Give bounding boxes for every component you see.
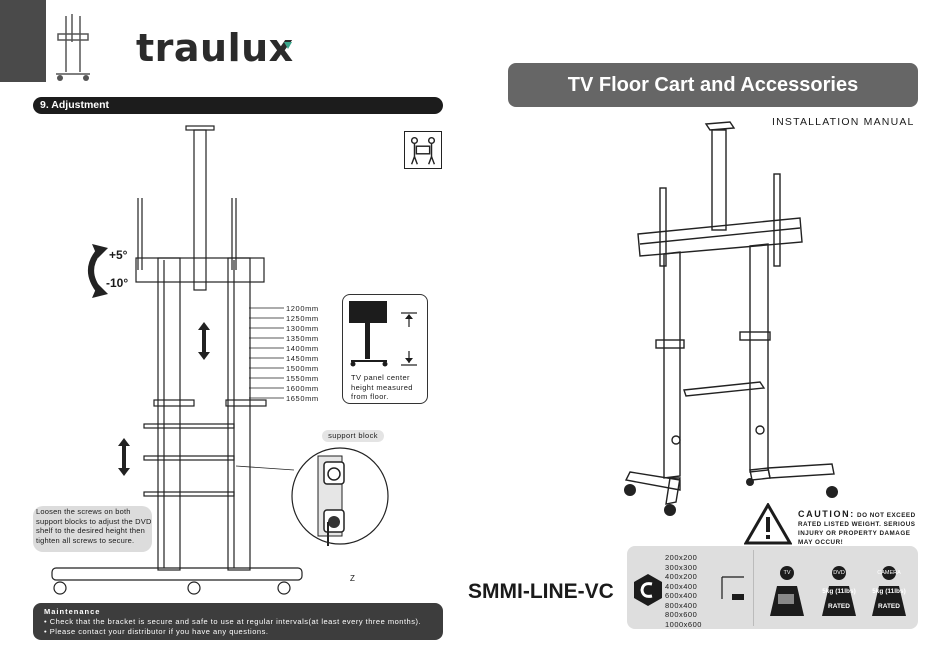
vesa-size: 200x200 [665, 553, 698, 562]
cover-title: TV Floor Cart and Accessories [567, 74, 859, 96]
load-label: TV [783, 570, 791, 576]
vesa-size: 800x600 [665, 610, 698, 619]
section-title: 9. Adjustment [40, 99, 110, 111]
warning-triangle-icon [744, 503, 792, 545]
cart-adjustment-diagram [51, 125, 303, 595]
load-rated: RATED [828, 603, 850, 610]
maintenance-box [33, 603, 443, 640]
height-option: 1450mm [286, 354, 319, 363]
tilt-up-label: +5° [109, 248, 128, 262]
brand-logo: traulux [136, 26, 294, 70]
z-label: Z [350, 574, 355, 583]
load-rated: RATED [878, 603, 900, 610]
vesa-size: 400x200 [665, 572, 698, 581]
caution-text: CAUTION: DO NOT EXCEED RATED LISTED WEIG… [798, 510, 922, 547]
height-reference-icon [349, 301, 417, 367]
height-option: 1600mm [286, 384, 319, 393]
model-number: SMMI-LINE-VC [468, 580, 614, 603]
camera-load-icon [872, 566, 906, 616]
vesa-size: 300x300 [665, 562, 698, 572]
vesa-pattern-icon [634, 574, 662, 606]
tv-cart-illustration [624, 121, 838, 516]
caution-head: CAUTION: [798, 509, 855, 519]
spec-divider [753, 550, 754, 626]
height-reference-box [342, 294, 428, 404]
height-option: 1250mm [286, 314, 319, 323]
vesa-list: 200x200 300x300 400x200 400x400 600x400 … [665, 553, 702, 629]
height-option: 1500mm [286, 364, 319, 373]
height-option: 1300mm [286, 324, 319, 333]
height-reference-caption: TV panel center height measured from flo… [351, 373, 413, 401]
height-option: 1550mm [286, 374, 319, 383]
cover-title-bar [508, 63, 918, 107]
vesa-size: 800x400 [665, 600, 698, 610]
corner-tab [0, 0, 46, 82]
height-option: 1400mm [286, 344, 319, 353]
load-value: 5kg (11lbs) [822, 588, 856, 595]
maintenance-item: • Please contact your distributor if you… [44, 627, 269, 636]
instruction-box [33, 506, 152, 552]
height-option: 1350mm [286, 334, 319, 343]
tilt-down-label: -10° [106, 276, 129, 290]
tv-load-icon [770, 566, 804, 616]
height-option: 1650mm [286, 394, 319, 403]
two-person-lift-icon [404, 131, 442, 169]
maintenance-item: • Check that the bracket is secure and s… [44, 617, 422, 626]
dvd-load-icon [822, 566, 856, 616]
height-option: 1200mm [286, 304, 319, 313]
vesa-size: 1000x600 [665, 619, 702, 629]
brand-mark-icon [284, 42, 292, 49]
cart-thumbnail-icon [56, 14, 90, 81]
load-label: DVD [833, 570, 845, 576]
height-scale: 1200mm 1250mm 1300mm 1350mm 1400mm 1450m… [286, 304, 319, 404]
support-block-detail [291, 447, 389, 546]
load-value: 5kg (11lbs) [872, 588, 906, 595]
caution-body: DO NOT EXCEED RATED LISTED WEIGHT. SERIO… [798, 512, 916, 546]
cover-subtitle: INSTALLATION MANUAL [772, 116, 915, 128]
maintenance-title: Maintenance [44, 607, 101, 616]
vesa-size: 400x400 [665, 581, 698, 591]
instruction-text: Loosen the screws on both support blocks… [36, 507, 152, 545]
vesa-size: 600x400 [665, 591, 698, 600]
support-block-label: support block [322, 430, 384, 442]
load-label: CAMERA [877, 570, 901, 576]
screen-size-icon [721, 576, 744, 600]
section-header-bar [33, 97, 443, 114]
